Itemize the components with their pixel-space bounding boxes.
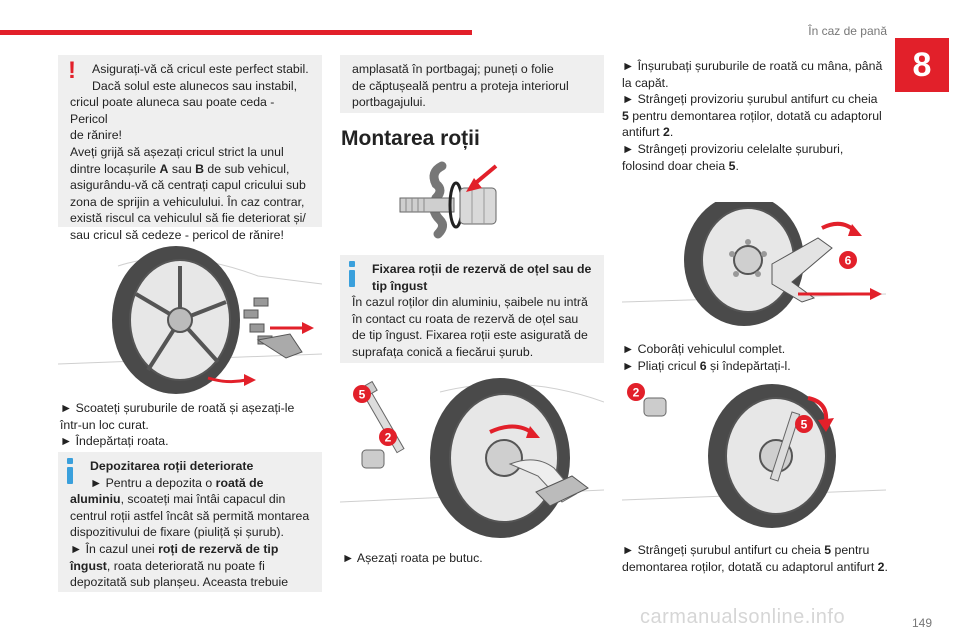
- watermark: carmanualsonline.info: [640, 606, 846, 628]
- warning-line: zona de sprijin a vehiculului. În caz co…: [70, 194, 305, 209]
- warning-line: asigurându-vă că centrați capul cricului…: [70, 178, 306, 193]
- info-line: centrul roții astfel încât să permită mo…: [70, 508, 310, 523]
- section-title: În caz de pană: [808, 24, 887, 38]
- box-line: de căptușeală pentru a proteja interioru…: [352, 78, 569, 93]
- info-line: în contact cu roata de rezervă de oțel s…: [352, 311, 579, 326]
- info-line: ► Pentru a depozita o roată de: [90, 475, 264, 490]
- step-item: ► Coborâți vehiculul complet.: [622, 342, 786, 356]
- info-box-spare-wheel: Fixarea roții de rezervă de oțel sau de …: [340, 255, 604, 363]
- col3-steps-bottom: ► Strângeți șurubul antifurt cu cheia 5 …: [622, 542, 892, 575]
- info-line: îngust, roata deteriorată nu poate fi: [70, 558, 265, 573]
- step-item: ► Îndepărtați roata.: [60, 434, 169, 449]
- info-line: depozitată sub planșeu. Aceasta trebuie: [70, 575, 289, 590]
- step-item-cont: antifurt 2.: [622, 125, 674, 140]
- warning-icon: !: [68, 57, 76, 84]
- info-box-continued: amplasată în portbagaj; puneți o folie d…: [340, 55, 604, 113]
- step-item: ► Pliați cricul 6 și îndepărtați-l.: [622, 358, 791, 373]
- info-line: dispozitivului de fixare (piuliță și șur…: [70, 525, 284, 540]
- warning-line: Dacă solul este alunecos sau instabil,: [92, 78, 298, 93]
- page-number: 149: [912, 616, 933, 630]
- warning-line: dintre locașurile A sau B de sub vehicul…: [70, 161, 290, 176]
- figure-tighten-bolt: 2 5: [622, 383, 886, 528]
- info-box-storage: Depozitarea roții deteriorate ► Pentru a…: [58, 452, 322, 592]
- callout-2: 2: [385, 431, 392, 445]
- step-item: ► Strângeți șurubul antifurt cu cheia 5 …: [622, 543, 870, 557]
- step-item-cont: demontarea roților, dotată cu adaptorul …: [622, 559, 888, 574]
- step-item-cont: într-un loc curat.: [60, 417, 149, 432]
- step-item-cont: 5 pentru demontarea roților, dotată cu a…: [622, 108, 882, 123]
- warning-line: sau cricul să cedeze - pericol de rănire…: [70, 227, 284, 242]
- step-item: ► Strângeți provizoriu șurubul antifurt …: [622, 92, 878, 107]
- info-line: În cazul roților din aluminiu, șaibele n…: [352, 295, 588, 310]
- figure-bolt: [399, 161, 498, 239]
- info-line: suprafața conică a fiecărui șurub.: [352, 344, 534, 359]
- col1-steps: ► Scoateți șuruburile de roată și așezaț…: [60, 400, 322, 450]
- info-line: de tip îngust. Fixarea roții este asigur…: [352, 328, 588, 343]
- step-item: ► Strângeți provizoriu celelalte șurubur…: [622, 141, 844, 156]
- col2-step: ► Așezați roata pe butuc.: [342, 550, 604, 567]
- callout-6: 6: [845, 254, 852, 268]
- step-item: ► Înșurubați șuruburile de roată cu mâna…: [622, 59, 883, 73]
- box-line: portbagajului.: [352, 95, 426, 110]
- section-heading: Montarea roții: [341, 127, 480, 150]
- figure-lower-jack: 6: [622, 202, 886, 326]
- warning-line: cricul poate aluneca sau poate ceda - Pe…: [70, 95, 275, 126]
- warning-line: există riscul ca vehiculul să fie deteri…: [70, 211, 306, 226]
- info-title: tip îngust: [372, 278, 428, 293]
- header-accent-bar: [0, 30, 472, 35]
- callout-2: 2: [633, 386, 640, 400]
- figure-place-wheel: 5 2: [340, 378, 604, 538]
- warning-line: de rănire!: [70, 128, 122, 143]
- col3-steps-top: ► Înșurubați șuruburile de roată cu mâna…: [622, 58, 892, 174]
- warning-line: Asigurați-vă că cricul este perfect stab…: [92, 62, 309, 76]
- info-icon: [349, 261, 355, 287]
- chapter-number-badge: 8: [895, 38, 949, 92]
- col3-steps-mid: ► Coborâți vehiculul complet. ► Pliați c…: [622, 341, 892, 374]
- step-item: ► Așezați roata pe butuc.: [342, 551, 483, 565]
- info-line: aluminiu, scoateți mai întâi capacul din: [70, 492, 286, 507]
- step-item: ► Scoateți șuruburile de roată și așezaț…: [60, 401, 295, 415]
- callout-5: 5: [359, 388, 366, 402]
- info-line: ► În cazul unei roți de rezervă de tip: [70, 541, 279, 556]
- info-title: Fixarea roții de rezervă de oțel sau de: [372, 262, 592, 276]
- warning-line: Aveți grijă să așezați cricul strict la …: [70, 144, 284, 159]
- info-title: Depozitarea roții deteriorate: [90, 459, 254, 473]
- box-line: amplasată în portbagaj; puneți o folie: [352, 62, 554, 76]
- callout-5: 5: [801, 418, 808, 432]
- step-item-cont: folosind doar cheia 5.: [622, 158, 739, 173]
- warning-box: ! Asigurați-vă că cricul este perfect st…: [58, 55, 322, 242]
- info-icon: [67, 458, 73, 484]
- figure-remove-bolts: [58, 246, 322, 394]
- step-item-cont: la capăt.: [622, 75, 669, 90]
